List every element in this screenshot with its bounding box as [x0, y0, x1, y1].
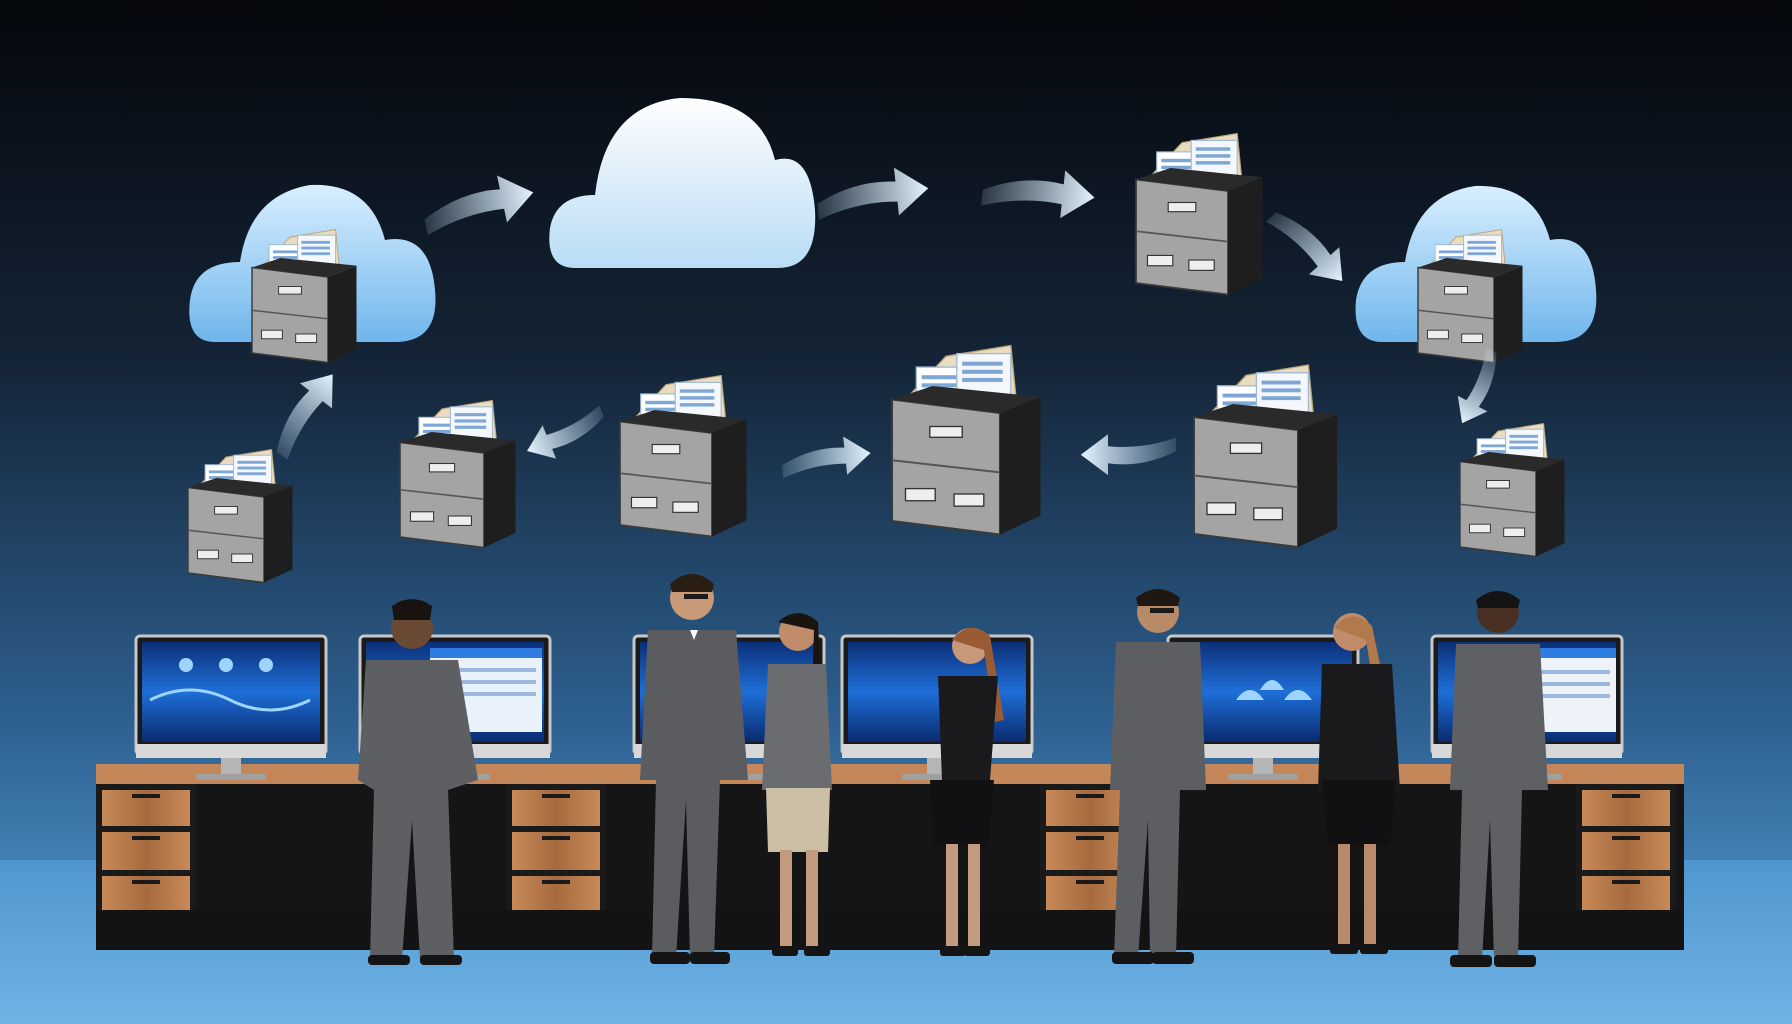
person-icon	[1110, 589, 1206, 964]
person-icon	[1318, 613, 1400, 954]
person-icon	[640, 574, 748, 964]
person-icon	[1450, 591, 1548, 967]
cloud-icon	[549, 98, 816, 268]
person-icon	[930, 627, 1004, 956]
person-icon	[762, 613, 832, 956]
desk	[96, 764, 1684, 950]
person-icon	[358, 599, 478, 965]
